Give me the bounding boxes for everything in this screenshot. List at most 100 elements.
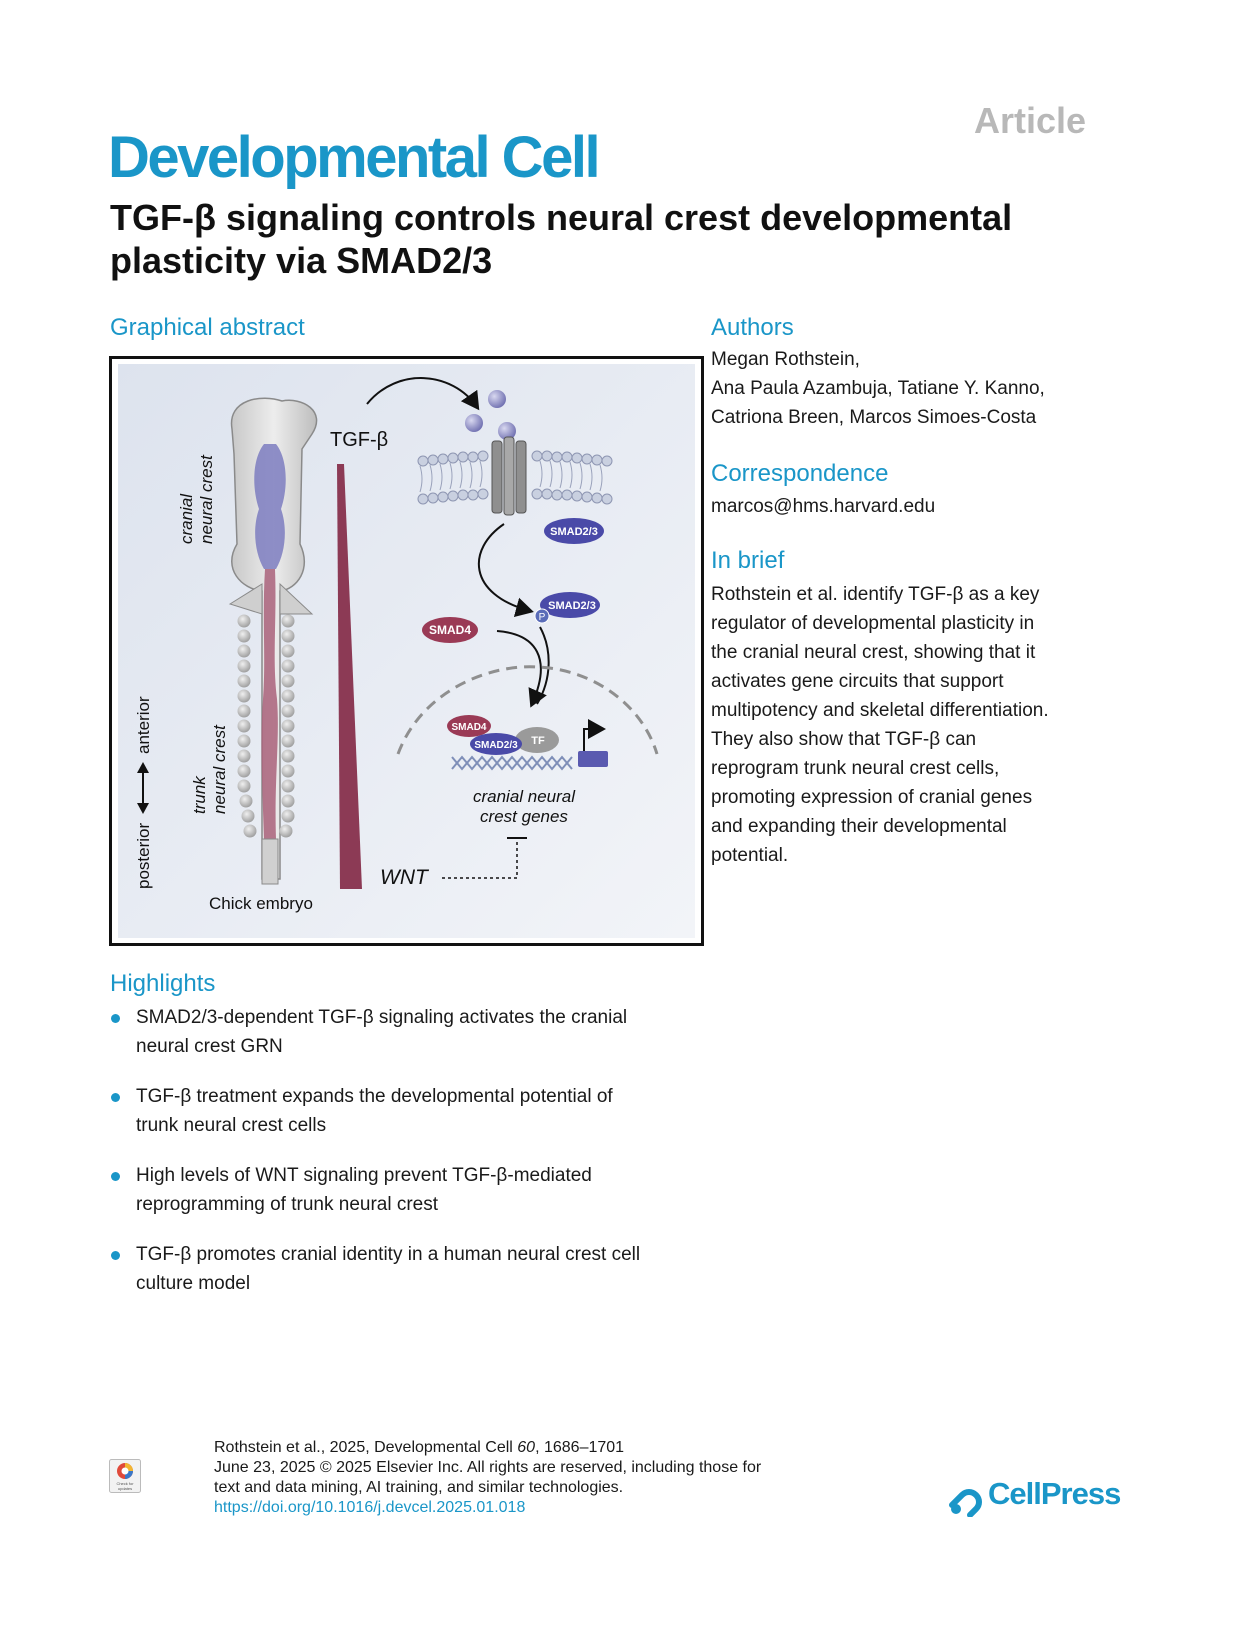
ligand-2 [465, 414, 483, 432]
ligand-arrow [366, 377, 480, 411]
wnt-inhibition-line [442, 839, 518, 879]
ligand-1 [488, 390, 506, 408]
smad23-phospho-label: SMAD2/3 [548, 600, 596, 612]
cellpress-icon [949, 1488, 982, 1518]
highlight-item: TGF-β promotes cranial identity in a hum… [110, 1240, 730, 1298]
in-brief-line: reprogram trunk neural crest cells, [711, 758, 1000, 779]
bullet-dot [111, 1093, 120, 1102]
tgfb-gradient [337, 464, 362, 889]
phospho-label: P [539, 612, 546, 623]
label-anterior: anterior [134, 696, 153, 754]
trunk-neural-tube [261, 569, 278, 839]
article-type-label: Article [973, 100, 1086, 141]
phosphorylation-arrow [477, 523, 534, 617]
badge-text-2: updates [118, 1486, 132, 1491]
somites-left [237, 614, 257, 838]
citation-volume: 60 [517, 1439, 536, 1456]
in-brief-line: Rothstein et al. identify TGF-β as a key [711, 584, 1040, 605]
highlight-line: SMAD2/3-dependent TGF-β signaling activa… [136, 1007, 628, 1028]
graphical-abstract-svg: cranial neural crest trunk neural crest … [118, 364, 695, 938]
citation-pages: , 1686–1701 [535, 1439, 625, 1456]
correspondence-heading: Correspondence [711, 460, 889, 487]
citation-line: Rothstein et al., 2025, Developmental Ce… [214, 1438, 874, 1458]
in-brief-line: promoting expression of cranial genes [711, 787, 1033, 808]
label-genes-1: cranial neural [473, 787, 576, 806]
author-line-3[interactable]: Catriona Breen, Marcos Simoes-Costa [711, 407, 1037, 428]
smad4-label: SMAD4 [429, 623, 471, 637]
smad23-nucleus [470, 733, 522, 755]
journal-title[interactable]: Developmental Cell [108, 125, 601, 190]
highlight-line: reprogramming of trunk neural crest [136, 1194, 439, 1215]
label-cranial-2: neural crest [197, 454, 216, 544]
dna-strand-2 [451, 755, 573, 771]
highlight-line: trunk neural crest cells [136, 1115, 327, 1136]
doi-link[interactable]: https://doi.org/10.1016/j.devcel.2025.01… [214, 1499, 526, 1516]
highlight-line: TGF-β promotes cranial identity in a hum… [136, 1244, 641, 1265]
cranial-neural-tube [254, 444, 286, 569]
author-line-1[interactable]: Megan Rothstein, [711, 349, 860, 370]
phospho-group [534, 608, 550, 624]
smad23-complex-label: SMAD2/3 [474, 740, 518, 751]
smad23-phospho [540, 592, 600, 618]
in-brief-line: and expanding their developmental [711, 816, 1007, 837]
cellpress-wordmark: CellPress [988, 1476, 1121, 1511]
in-brief-line: activates gene circuits that support [711, 671, 1004, 692]
smad23-top-label: SMAD2/3 [550, 526, 598, 538]
smad4-complex-label: SMAD4 [451, 722, 486, 733]
figure-background [118, 364, 695, 938]
cell-membrane [417, 450, 613, 505]
smad23-arrow [536, 626, 550, 705]
label-cranial-1: cranial [177, 493, 196, 544]
tgfb-receptor [491, 436, 527, 516]
tf-protein [515, 727, 559, 753]
tf-label: TF [531, 735, 545, 747]
in-brief-line: the cranial neural crest, showing that i… [711, 642, 1036, 663]
in-brief-line: potential. [711, 845, 789, 866]
embryo-tail [261, 838, 279, 885]
label-trunk-1: trunk [190, 775, 209, 814]
badge-text-1: Check for [116, 1481, 134, 1486]
dna-strand-1 [451, 755, 573, 771]
right-flange [279, 582, 314, 615]
rights-line: text and data mining, AI training, and s… [214, 1479, 624, 1496]
authors-heading: Authors [711, 314, 794, 341]
graphical-abstract-figure: cranial neural crest trunk neural crest … [109, 356, 704, 946]
authors-list: Megan Rothstein, Ana Paula Azambuja, Tat… [711, 345, 1131, 432]
bullet-dot [111, 1172, 120, 1181]
bullet-dot [111, 1014, 120, 1023]
highlights-list: SMAD2/3-dependent TGF-β signaling activa… [110, 1003, 730, 1319]
highlight-line: High levels of WNT signaling prevent TGF… [136, 1165, 592, 1186]
citation-prefix: Rothstein et al., 2025, Developmental Ce… [214, 1439, 518, 1456]
citation-footer: Rothstein et al., 2025, Developmental Ce… [214, 1438, 874, 1518]
highlight-item: High levels of WNT signaling prevent TGF… [110, 1161, 730, 1219]
highlight-line: TGF-β treatment expands the developmenta… [136, 1086, 613, 1107]
anterior-posterior-arrow [137, 762, 149, 814]
smad4-cytoplasm [422, 617, 478, 643]
label-chick-embryo: Chick embryo [209, 894, 313, 913]
author-line-2[interactable]: Ana Paula Azambuja, Tatiane Y. Kanno, [711, 378, 1045, 399]
in-brief-heading: In brief [711, 547, 785, 574]
highlight-line: neural crest GRN [136, 1036, 283, 1057]
highlight-item: SMAD2/3-dependent TGF-β signaling activa… [110, 1003, 730, 1061]
label-trunk-2: neural crest [210, 724, 229, 814]
label-genes-2: crest genes [480, 807, 568, 826]
check-for-updates-badge[interactable]: Check for updates [109, 1459, 141, 1493]
ligand-3 [498, 422, 516, 440]
in-brief-line: regulator of developmental plasticity in [711, 613, 1035, 634]
bullet-dot [111, 1251, 120, 1260]
label-wnt: WNT [380, 866, 430, 889]
copyright-line: June 23, 2025 © 2025 Elsevier Inc. All r… [214, 1459, 762, 1476]
check-for-updates-icon: Check for updates [109, 1459, 141, 1493]
in-brief-line: multipotency and skeletal differentiatio… [711, 700, 1049, 721]
in-brief-text: Rothstein et al. identify TGF-β as a key… [711, 580, 1141, 870]
correspondence-email[interactable]: marcos@hms.harvard.edu [711, 496, 936, 517]
cellpress-logo[interactable]: CellPress [948, 1476, 1121, 1518]
smad4-arrow [496, 630, 547, 708]
highlight-item: TGF-β treatment expands the developmenta… [110, 1082, 730, 1140]
highlights-heading: Highlights [110, 970, 216, 997]
smad23-cytoplasm [544, 518, 604, 544]
in-brief-line: They also show that TGF-β can [711, 729, 977, 750]
graphical-abstract-heading: Graphical abstract [110, 314, 305, 341]
left-flange [228, 583, 263, 615]
label-tgfb: TGF-β [330, 429, 388, 451]
